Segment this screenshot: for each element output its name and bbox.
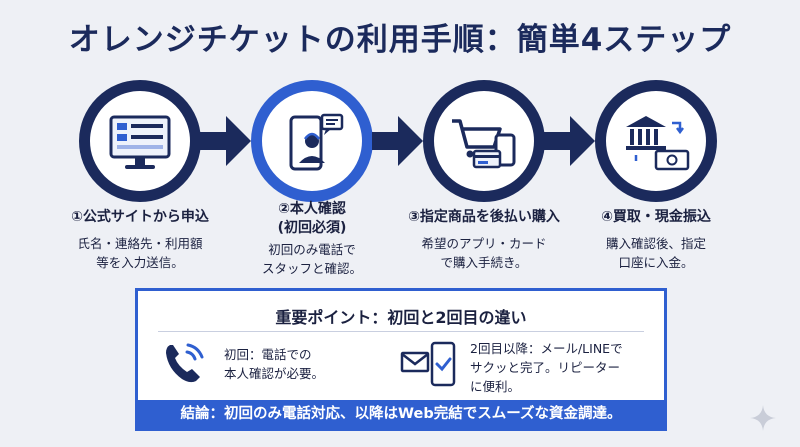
first-time-note: 初回：電話での 本人確認が必要。 <box>224 347 325 381</box>
step-3-desc: 希望のアプリ・カード で購入手続き。 <box>421 236 547 270</box>
bank-money-icon <box>626 116 690 171</box>
step-3-title: ③指定商品を後払い購入 <box>408 209 560 225</box>
step-1-title: ①公式サイトから申込 <box>71 209 209 225</box>
computer-form-icon <box>109 115 171 169</box>
phone-operator-icon <box>289 113 344 171</box>
step-2-desc: 初回のみ電話で スタッフと確認。 <box>261 242 362 276</box>
conclusion-bar: 結論：初回のみ電話対応、以降はWeb完結でスムーズな資金調達。 <box>138 400 664 428</box>
step-1-circle <box>79 80 201 202</box>
mail-check-icon <box>400 341 456 387</box>
important-point-box: 重要ポイント：初回と2回目の違い 初回：電話での 本人確認が必要。 2回目以降：… <box>135 288 667 431</box>
second-time-note: 2回目以降：メール/LINEで サクッと完了。リピーター に便利。 <box>470 341 623 394</box>
step-2-circle <box>251 80 373 202</box>
cart-phone-card-icon <box>452 119 516 169</box>
arrow-1-2 <box>200 116 251 166</box>
arrow-3-4 <box>544 116 595 166</box>
step-3-circle <box>423 80 545 202</box>
divider <box>158 331 644 332</box>
sparkle-icon <box>750 405 776 431</box>
step-4-circle <box>595 80 717 202</box>
page-title: オレンジチケットの利用手順：簡単4ステップ <box>68 22 732 58</box>
step-2-title: ②本人確認 (初回必須) <box>277 201 347 236</box>
important-title: 重要ポイント：初回と2回目の違い <box>275 308 527 327</box>
arrow-2-3 <box>372 116 423 166</box>
step-1-desc: 氏名・連絡先・利用額 等を入力送信。 <box>77 236 203 270</box>
phone-call-icon <box>166 343 204 383</box>
step-4-desc: 購入確認後、指定 口座に入金。 <box>605 236 706 270</box>
step-4-title: ④買取・現金振込 <box>601 209 711 225</box>
